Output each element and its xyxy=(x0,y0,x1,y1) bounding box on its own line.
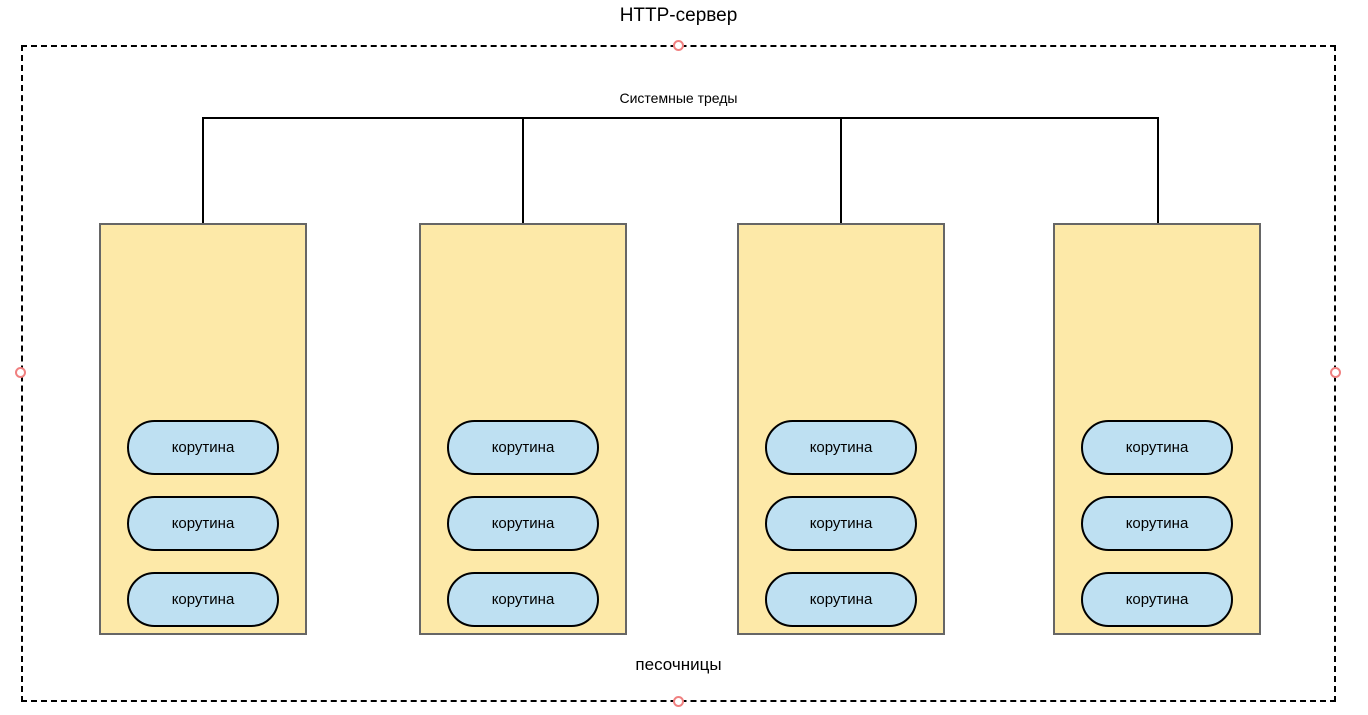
sandbox-box-1: корутина корутина корутина xyxy=(99,223,307,635)
coroutine-pill: корутина xyxy=(1081,496,1233,551)
threads-bus-line xyxy=(202,117,1159,119)
anchor-point-right-icon xyxy=(1330,367,1341,378)
thread-connector-3 xyxy=(840,117,842,224)
coroutine-pill: корутина xyxy=(447,496,599,551)
coroutine-pill: корутина xyxy=(447,572,599,627)
coroutine-pill: корутина xyxy=(127,496,279,551)
system-threads-label: Системные треды xyxy=(619,90,738,106)
diagram-title: HTTP-сервер xyxy=(619,5,738,26)
coroutine-pill: корутина xyxy=(765,420,917,475)
coroutine-pill: корутина xyxy=(447,420,599,475)
anchor-point-left-icon xyxy=(15,367,26,378)
sandbox-box-4: корутина корутина корутина xyxy=(1053,223,1261,635)
thread-connector-2 xyxy=(522,117,524,224)
anchor-point-top-icon xyxy=(673,40,684,51)
anchor-point-bottom-icon xyxy=(673,696,684,707)
coroutine-pill: корутина xyxy=(127,420,279,475)
coroutine-pill: корутина xyxy=(765,572,917,627)
coroutine-pill: корутина xyxy=(127,572,279,627)
coroutine-pill: корутина xyxy=(1081,420,1233,475)
sandbox-box-2: корутина корутина корутина xyxy=(419,223,627,635)
coroutine-pill: корутина xyxy=(765,496,917,551)
thread-connector-4 xyxy=(1157,117,1159,224)
sandboxes-label: песочницы xyxy=(635,655,722,674)
sandbox-box-3: корутина корутина корутина xyxy=(737,223,945,635)
coroutine-pill: корутина xyxy=(1081,572,1233,627)
thread-connector-1 xyxy=(202,117,204,224)
